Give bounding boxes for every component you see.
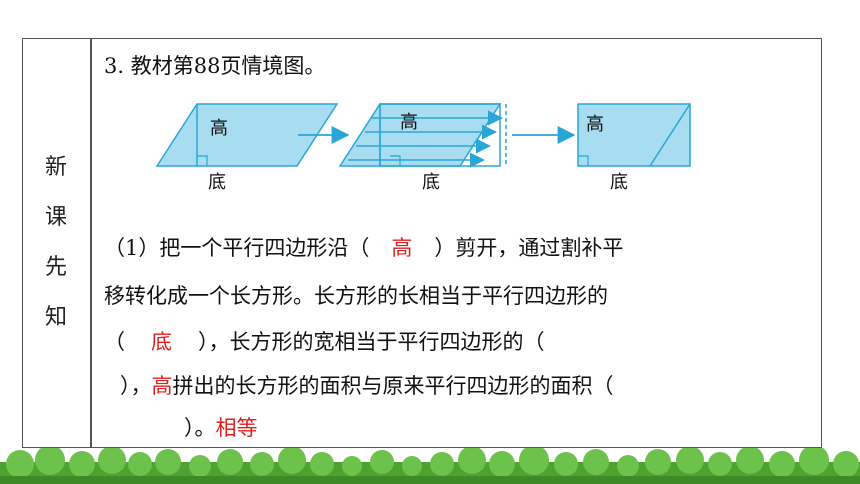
answer-equal: 相等 <box>215 416 258 440</box>
parallelogram-transform-figure: 高 底 高 底 高 底 <box>155 103 691 192</box>
text-line-3: （底），长方形的宽相当于平行四边形的（ <box>104 330 545 354</box>
right-angle-mark <box>197 155 208 166</box>
sidebar-char: 知 <box>44 305 67 330</box>
rectangle-shape <box>577 103 691 167</box>
answer-high: 高 <box>391 236 413 260</box>
cut-line <box>649 103 691 167</box>
label-base-2: 底 <box>422 172 440 192</box>
label-high: 高 <box>210 118 228 139</box>
content-frame <box>22 38 822 448</box>
label-high-3: 高 <box>586 114 604 135</box>
sidebar-column: 新 课 先 知 <box>22 38 90 448</box>
text-line-2: 移转化成一个长方形。长方形的长相当于平行四边形的 <box>104 284 608 308</box>
grass-decoration <box>0 448 860 484</box>
text-line-4: ），高拼出的长方形的面积与原来平行四边形的面积（ <box>120 374 614 398</box>
sidebar-char: 新 <box>44 155 67 180</box>
label-base-3: 底 <box>610 172 628 192</box>
answer-base: 底 <box>151 330 172 354</box>
label-base: 底 <box>208 172 226 192</box>
label-high-2: 高 <box>400 112 418 133</box>
sidebar-char: 先 <box>44 255 67 280</box>
sidebar-char: 课 <box>44 205 67 230</box>
text-line-5: ）。相等 <box>184 416 258 440</box>
text-line-1: （1）把一个平行四边形沿（高）剪开，通过割补平 <box>104 236 624 260</box>
parallelogram-shape <box>155 103 339 167</box>
answer-high-2: 高 <box>151 374 173 398</box>
parallelogram-shape-2 <box>338 103 502 167</box>
column-divider <box>90 38 92 448</box>
question-heading: 3. 教材第88页情境图。 <box>104 54 326 78</box>
right-angle-mark-3 <box>578 155 589 166</box>
right-angle-mark-2 <box>390 155 401 166</box>
